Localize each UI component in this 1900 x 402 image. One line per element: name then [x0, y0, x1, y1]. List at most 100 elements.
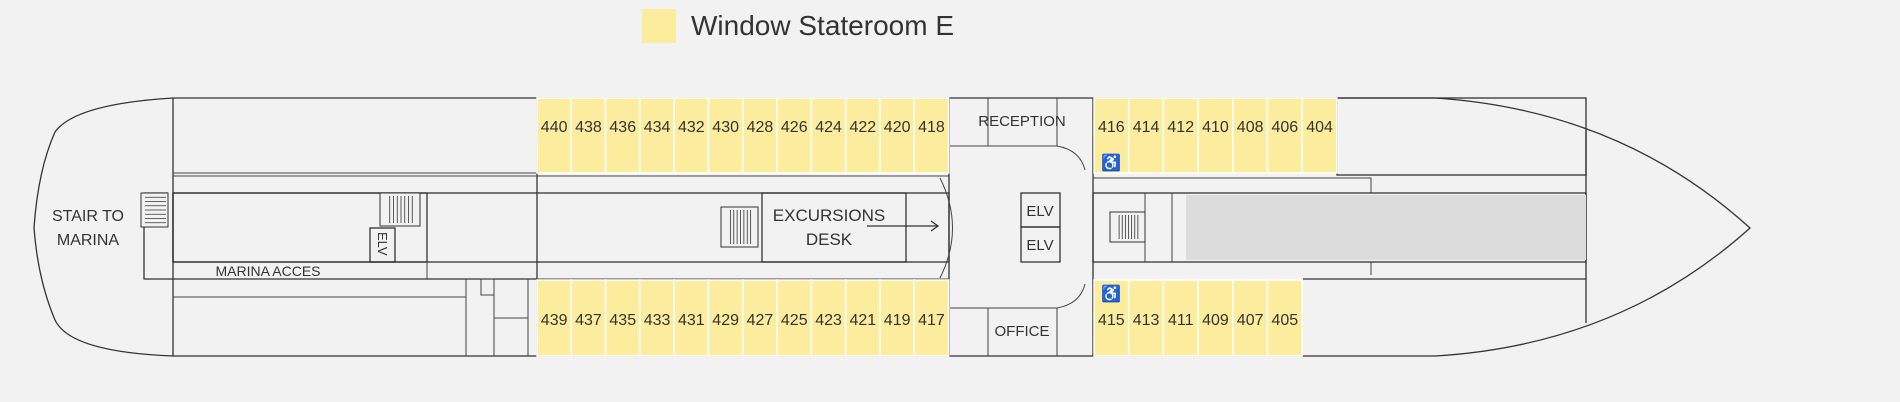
cabin-fill	[1093, 279, 1130, 357]
cabin-435[interactable]: 435	[604, 279, 641, 357]
cabin-410[interactable]: 410	[1197, 97, 1234, 174]
cabin-number: 425	[781, 312, 808, 329]
cabin-fill	[776, 279, 813, 357]
cabin-number: 422	[849, 119, 876, 136]
cabin-415[interactable]: 415 ♿	[1093, 279, 1130, 357]
cabin-number: 415	[1098, 312, 1125, 329]
cabin-436[interactable]: 436	[604, 97, 641, 174]
cabin-fill	[1266, 279, 1303, 357]
cabin-412[interactable]: 412	[1162, 97, 1199, 174]
elv-2-label: ELV	[1026, 237, 1053, 254]
wheelchair-icon: ♿	[1101, 153, 1121, 172]
cabin-number: 407	[1237, 312, 1264, 329]
cabin-430[interactable]: 430	[707, 97, 744, 174]
cabin-409[interactable]: 409	[1197, 279, 1234, 357]
cabin-406[interactable]: 406	[1266, 97, 1303, 174]
cabin-417[interactable]: 417	[913, 279, 950, 357]
cabin-number: 418	[918, 119, 945, 136]
cabin-408[interactable]: 408	[1232, 97, 1269, 174]
cabin-425[interactable]: 425	[776, 279, 813, 357]
cabin-fill	[810, 279, 847, 357]
reception-label: RECEPTION	[978, 113, 1066, 130]
cabin-426[interactable]: 426	[776, 97, 813, 174]
cabin-fill	[536, 279, 573, 357]
cabin-number: 435	[609, 312, 636, 329]
cabin-number: 436	[609, 119, 636, 136]
cabin-fill	[844, 279, 881, 357]
cabin-413[interactable]: 413	[1127, 279, 1165, 357]
cabin-number: 410	[1202, 119, 1229, 136]
office-label: OFFICE	[995, 323, 1050, 340]
cabin-419[interactable]: 419	[879, 279, 916, 357]
cabin-number: 426	[781, 119, 808, 136]
cabin-423[interactable]: 423	[810, 279, 847, 357]
cabin-number: 429	[712, 312, 739, 329]
cabin-fill	[879, 97, 916, 174]
cabin-fill	[673, 279, 710, 357]
cabin-440[interactable]: 440	[536, 97, 573, 174]
elv-1-label: ELV	[1026, 203, 1053, 220]
cabin-number: 440	[541, 119, 568, 136]
stairs-icon	[1109, 211, 1146, 243]
cabin-number: 424	[815, 119, 842, 136]
cabin-428[interactable]: 428	[742, 97, 778, 174]
cabin-number: 420	[884, 119, 911, 136]
cabin-432[interactable]: 432	[673, 97, 710, 174]
cabin-433[interactable]: 433	[639, 279, 675, 357]
cabin-fill	[1232, 279, 1269, 357]
deck-walls	[143, 97, 1587, 356]
cabin-421[interactable]: 421	[844, 279, 881, 357]
cabin-405[interactable]: 405	[1266, 279, 1303, 357]
cabin-fill	[913, 97, 950, 174]
cabin-434[interactable]: 434	[639, 97, 675, 174]
cabin-fill	[570, 97, 607, 174]
cabin-429[interactable]: 429	[707, 279, 744, 357]
cabin-416[interactable]: 416♿	[1093, 97, 1130, 174]
cabin-fill	[742, 97, 778, 174]
elevator-2	[1020, 226, 1061, 263]
cabin-420[interactable]: 420	[879, 97, 916, 174]
cabin-437[interactable]: 437	[570, 279, 607, 357]
cabin-427[interactable]: 427	[742, 279, 778, 357]
cabin-439[interactable]: 439	[536, 279, 573, 357]
cabin-number: 430	[712, 119, 739, 136]
cabin-404[interactable]: 404	[1301, 97, 1338, 174]
cabin-number: 411	[1168, 312, 1194, 329]
cabin-number: 405	[1271, 312, 1298, 329]
cabin-fill	[1127, 279, 1165, 357]
cabin-fill	[707, 97, 744, 174]
cabin-fill	[707, 279, 744, 357]
cabin-fill	[639, 279, 675, 357]
cabin-424[interactable]: 424	[810, 97, 847, 174]
stairs-icon	[379, 192, 421, 227]
cabin-number: 432	[678, 119, 705, 136]
cabin-438[interactable]: 438	[570, 97, 607, 174]
cabin-fill	[810, 97, 847, 174]
cabin-411[interactable]: 411	[1162, 279, 1199, 357]
cabin-number: 437	[575, 312, 602, 329]
cabin-number: 404	[1306, 119, 1333, 136]
cabin-fill	[1266, 97, 1303, 174]
cabin-fill	[1162, 279, 1199, 357]
cabin-number: 433	[644, 312, 671, 329]
cabin-418[interactable]: 418	[913, 97, 950, 174]
legend: Window Stateroom E	[642, 9, 954, 43]
cabin-431[interactable]: 431	[673, 279, 710, 357]
cabin-fill	[844, 97, 881, 174]
cabin-407[interactable]: 407	[1232, 279, 1269, 357]
legend-swatch	[642, 9, 676, 43]
cabin-422[interactable]: 422	[844, 97, 881, 174]
cabin-fill	[1093, 97, 1130, 174]
cabin-number: 438	[575, 119, 602, 136]
cabin-fill	[536, 97, 573, 174]
cabin-number: 409	[1202, 312, 1229, 329]
cabin-number: 427	[747, 312, 774, 329]
wheelchair-icon: ♿	[1101, 284, 1121, 303]
cabin-fill	[776, 97, 813, 174]
cabin-number: 413	[1133, 312, 1160, 329]
cabin-414[interactable]: 414	[1127, 97, 1165, 174]
cabin-number: 434	[644, 119, 671, 136]
excursions-label-1: EXCURSIONS	[773, 206, 885, 225]
elevator-aft	[369, 227, 396, 263]
cabin-fill	[604, 97, 641, 174]
